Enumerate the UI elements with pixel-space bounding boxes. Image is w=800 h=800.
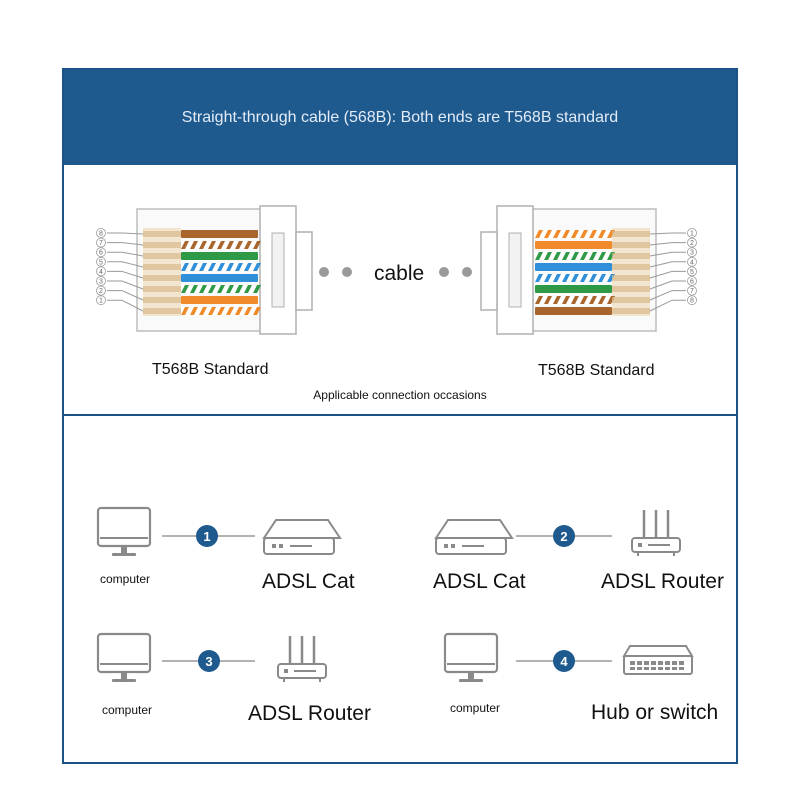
pin-number: 1: [99, 298, 103, 305]
router-icon: [276, 634, 328, 684]
modem-icon: [435, 519, 513, 555]
cable-label: cable: [374, 262, 425, 285]
occasion-3-left-label: computer: [102, 703, 153, 717]
left-standard-label: T568B Standard: [152, 361, 269, 378]
section-divider: [64, 414, 736, 416]
right-standard-label: T568B Standard: [538, 362, 655, 379]
badge-number-3: 3: [205, 654, 212, 669]
occasion-2-left-label: ADSL Cat: [433, 570, 526, 593]
router-icon: [630, 508, 682, 558]
badge-number-1: 1: [203, 529, 210, 544]
occasions-title: Applicable connection occasions: [313, 388, 487, 402]
pin-number: 7: [690, 288, 694, 295]
badge-number-4: 4: [560, 654, 568, 669]
pin-number: 2: [99, 288, 103, 295]
diagram-frame: Straight-through cable (568B): Both ends…: [62, 68, 738, 764]
modem-icon: [263, 519, 341, 555]
computer-icon: [443, 632, 499, 684]
occasion-2-right-label: ADSL Router: [601, 570, 724, 593]
pin-number: 4: [99, 269, 103, 276]
occasion-1-left-label: computer: [100, 572, 151, 586]
computer-icon: [96, 632, 152, 684]
left-rj45-connector-icon: 8 7 6 5 4 3 2 1: [96, 205, 313, 335]
pin-number: 1: [690, 231, 694, 238]
occasion-4-right-label: Hub or switch: [591, 701, 719, 724]
pin-number: 4: [690, 259, 694, 266]
switch-icon: [623, 645, 693, 675]
pin-number: 6: [690, 279, 694, 286]
header-title: Straight-through cable (568B): Both ends…: [181, 108, 619, 126]
pin-number: 8: [690, 298, 694, 305]
pin-number: 8: [99, 231, 103, 238]
header-banner: Straight-through cable (568B): Both ends…: [64, 70, 736, 165]
pin-number: 2: [690, 240, 694, 247]
pin-number: 7: [99, 240, 103, 247]
right-rj45-connector-icon: 1 2 3 4 5 6 7 8: [480, 205, 697, 335]
badge-number-2: 2: [560, 529, 567, 544]
pin-number: 3: [690, 250, 694, 257]
pin-number: 3: [99, 279, 103, 286]
pin-number: 6: [99, 250, 103, 257]
cable-dots: [319, 267, 472, 277]
occasion-1-right-label: ADSL Cat: [262, 570, 355, 593]
occasion-4-left-label: computer: [450, 701, 501, 715]
pin-number: 5: [690, 269, 694, 276]
occasion-3-right-label: ADSL Router: [248, 702, 371, 725]
computer-icon: [96, 506, 152, 558]
pin-number: 5: [99, 259, 103, 266]
